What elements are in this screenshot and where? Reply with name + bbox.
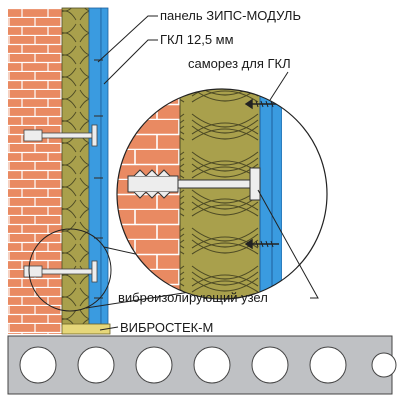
mineral-wool-zoom xyxy=(179,89,261,299)
magnified-detail-outline xyxy=(116,88,328,300)
vibration-anchor-lower xyxy=(23,260,98,283)
zoom-connector-bottom xyxy=(85,291,191,309)
label-node: виброизолирующий узел xyxy=(118,290,268,305)
detail-marker-circle xyxy=(28,228,112,312)
leader-screw xyxy=(269,71,289,101)
drywall-screw-small-group xyxy=(94,59,103,299)
leader-gkl xyxy=(103,39,158,85)
label-panel: панель ЗИПС-МОДУЛЬ xyxy=(160,8,301,23)
vibration-anchor-zoom xyxy=(127,167,261,201)
mineral-wool-layer xyxy=(61,7,90,327)
vibrostek-strip xyxy=(61,323,111,335)
label-vibrostek: ВИБРОСТЕК-М xyxy=(120,320,213,335)
brick-wall xyxy=(8,8,66,334)
leader-panel xyxy=(97,15,158,63)
leader-vibrostek xyxy=(99,326,119,331)
drywall-screw-zoom-lower xyxy=(244,238,279,250)
gkl-board-2-zoom xyxy=(271,89,283,299)
label-gkl: ГКЛ 12,5 мм xyxy=(160,32,234,47)
zoom-connector-top xyxy=(103,246,141,256)
brick-wall-zoom xyxy=(117,89,180,299)
drywall-screw-zoom-upper xyxy=(244,98,279,110)
label-screw: саморез для ГКЛ xyxy=(188,56,291,71)
vibration-anchor-upper xyxy=(23,124,98,147)
leader-node xyxy=(257,189,319,299)
hollow-core-slab xyxy=(7,335,397,395)
gkl-board-1-zoom xyxy=(259,89,273,299)
magnified-detail xyxy=(117,89,312,299)
